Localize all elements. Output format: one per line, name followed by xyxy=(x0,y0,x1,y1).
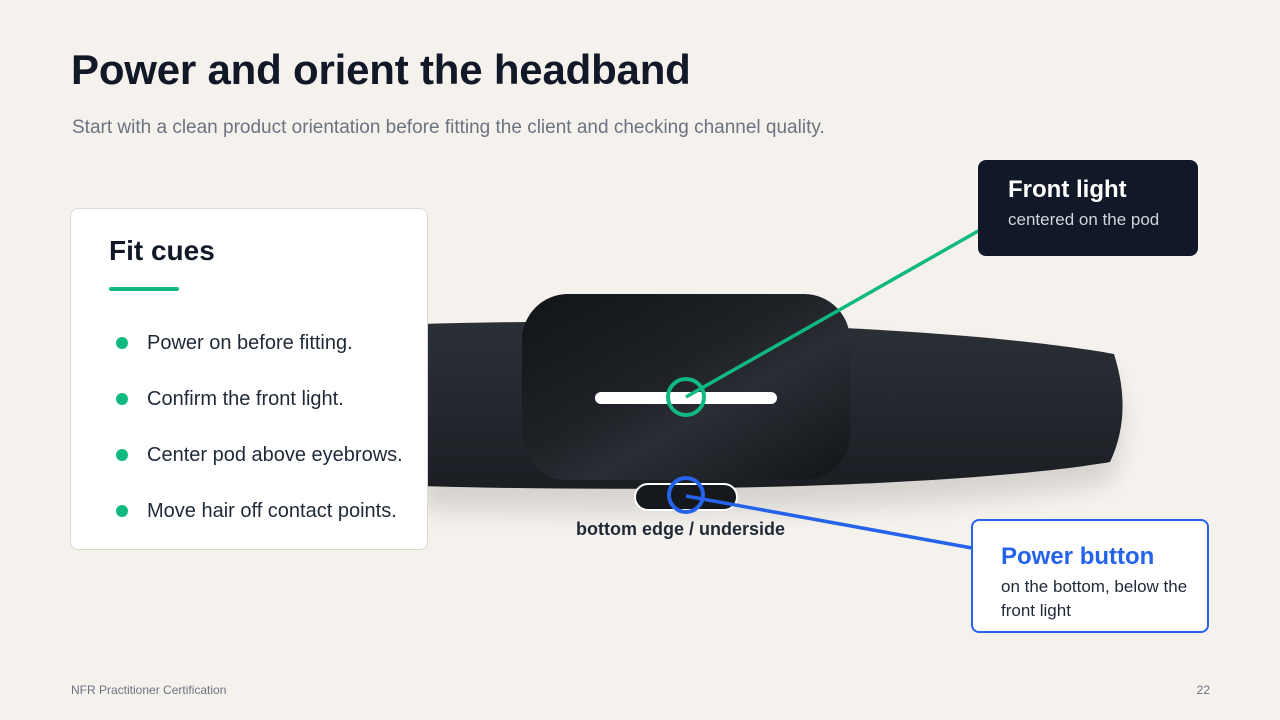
underside-label: bottom edge / underside xyxy=(576,519,786,539)
power-button-leader-line xyxy=(685,494,973,550)
bullet-dot-icon xyxy=(116,505,128,517)
fit-cue-item: Move hair off contact points. xyxy=(109,495,403,551)
front-light-leader-line xyxy=(685,228,981,399)
fit-cue-text: Center pod above eyebrows. xyxy=(147,444,403,466)
front-light-marker xyxy=(666,377,706,417)
fit-cue-item: Center pod above eyebrows. xyxy=(109,439,403,495)
bullet-dot-icon xyxy=(116,449,128,461)
bullet-dot-icon xyxy=(116,393,128,405)
footer-page-number: 22 xyxy=(1196,683,1210,697)
fit-cue-text: Move hair off contact points. xyxy=(147,500,397,522)
power-button-callout-title: Power button xyxy=(1001,543,1155,570)
power-button-callout-description: on the bottom, below the front light xyxy=(1001,577,1188,620)
footer-course-name: NFR Practitioner Certification xyxy=(71,683,227,697)
sensor-pod xyxy=(522,294,850,480)
front-light-callout-title: Front light xyxy=(1008,176,1127,203)
fit-cue-text: Power on before fitting. xyxy=(147,332,353,354)
power-button-marker xyxy=(667,476,705,514)
fit-cue-item: Power on before fitting. xyxy=(109,327,403,383)
page-title: Power and orient the headband xyxy=(71,46,691,93)
fit-cues-card: Fit cues Power on before fitting. Confir… xyxy=(70,208,428,550)
power-button-callout: Power button on the bottom, below the fr… xyxy=(971,519,1209,633)
front-light-callout-description: centered on the pod xyxy=(1008,210,1160,229)
front-light-callout: Front light centered on the pod xyxy=(978,160,1198,256)
front-light-bar xyxy=(595,392,777,404)
fit-cues-title: Fit cues xyxy=(109,235,215,266)
fit-cues-list: Power on before fitting. Confirm the fro… xyxy=(109,327,403,551)
fit-cues-accent-rule xyxy=(109,287,179,291)
bullet-dot-icon xyxy=(116,337,128,349)
page-subtitle: Start with a clean product orientation b… xyxy=(72,117,825,138)
fit-cue-item: Confirm the front light. xyxy=(109,383,403,439)
fit-cue-text: Confirm the front light. xyxy=(147,388,344,410)
